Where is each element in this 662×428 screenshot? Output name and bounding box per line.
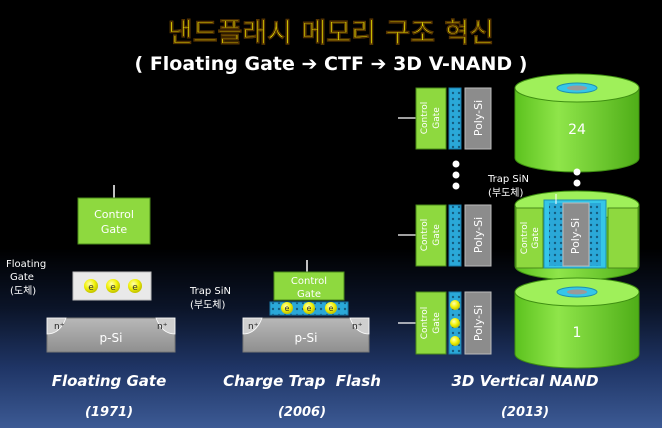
trap-sin-side-label: Trap SiN: [189, 286, 231, 297]
control-gate-block: [415, 204, 447, 267]
trap-sin-side-label: (부도체): [488, 187, 524, 199]
caption-floating-gate: Floating Gate: [52, 372, 167, 390]
control-gate-label: Control: [520, 222, 530, 255]
n-plus-label: n⁺: [352, 322, 363, 332]
control-gate-label: Control: [420, 219, 430, 252]
ellipsis-dot: [452, 171, 460, 179]
ellipsis-dot: [452, 160, 460, 168]
vnand-cell-stack: Control Gate Poly-Si Control Gate Poly-S…: [398, 87, 492, 355]
floating-gate-side-label: (도체): [10, 285, 36, 297]
control-gate-block: [415, 291, 447, 355]
control-gate-label: Gate: [432, 107, 442, 129]
page-subtitle: ( Floating Gate ➔ CTF ➔ 3D V-NAND ): [135, 53, 528, 75]
ellipsis-dot: [573, 179, 581, 187]
poly-si-channel: [464, 87, 492, 150]
electron-label: e: [110, 283, 116, 293]
control-gate-block: [415, 87, 447, 150]
n-plus-region: [349, 317, 370, 335]
caption-charge-trap-flash: Charge Trap Flash: [223, 372, 381, 390]
control-gate-label: Control: [291, 276, 327, 287]
layer-number: 1: [573, 325, 582, 341]
control-gate-label: Gate: [531, 227, 541, 249]
electron-icon: [84, 279, 98, 293]
electron-icon: [450, 300, 460, 310]
cylinder-layer-top: 24: [514, 73, 640, 173]
caption-year-1971: (1971): [85, 405, 133, 420]
poly-si-label: Poly-Si: [569, 218, 582, 254]
poly-si-label: Poly-Si: [472, 217, 485, 253]
control-gate-label: Gate: [101, 223, 128, 236]
trap-sin-layer: [448, 87, 462, 150]
p-si-label: p-Si: [295, 331, 318, 345]
cylinder-layer-bottom: 1: [514, 277, 640, 369]
electron-label: e: [329, 304, 334, 313]
n-plus-label: n⁺: [248, 322, 259, 332]
electron-label: e: [285, 304, 290, 313]
electron-icon: [450, 318, 460, 328]
control-gate-label: Control: [420, 102, 430, 135]
charge-trap-cell: Control Gate e e e Trap SiN (부도체) n⁺ n⁺ …: [189, 260, 370, 353]
electron-icon: [450, 336, 460, 346]
electron-icon: [303, 302, 315, 314]
poly-si-channel: [464, 291, 492, 355]
electron-icon: [325, 302, 337, 314]
p-si-substrate: [46, 317, 176, 353]
control-gate-block: [77, 197, 151, 245]
electron-label: e: [88, 283, 94, 293]
n-plus-region: [155, 317, 176, 335]
floating-gate-cell: Control Gate e e e Floating Gate (도체) n⁺…: [6, 185, 176, 353]
cylinder-cutaway: Poly-Si Control Gate Trap SiN (부도체): [487, 174, 640, 281]
control-gate-label: Control: [94, 208, 134, 221]
n-plus-region: [46, 317, 67, 335]
electron-icon: [281, 302, 293, 314]
control-gate-label: Gate: [432, 312, 442, 334]
n-plus-label: n⁺: [157, 322, 168, 332]
electron-label: e: [307, 304, 312, 313]
control-gate-label: Gate: [432, 224, 442, 246]
electron-label: e: [132, 283, 138, 293]
trap-sin-layer: [448, 204, 462, 267]
electron-icon: [128, 279, 142, 293]
poly-si-label: Poly-Si: [472, 305, 485, 341]
caption-year-2006: (2006): [278, 405, 326, 420]
control-gate-label: Control: [420, 307, 430, 340]
n-plus-label: n⁺: [54, 322, 65, 332]
p-si-substrate: [242, 317, 370, 353]
poly-si-channel: [464, 204, 492, 267]
trap-sin-side-label: (부도체): [190, 299, 226, 311]
electron-icon: [106, 279, 120, 293]
control-gate-label: Gate: [297, 289, 321, 300]
ellipsis-dot: [573, 168, 581, 176]
page-title: 낸드플래시 메모리 구조 혁신: [168, 18, 494, 49]
caption-3d-vertical-nand: 3D Vertical NAND: [451, 372, 598, 390]
caption-year-2013: (2013): [501, 405, 549, 420]
control-gate-block: [273, 271, 345, 301]
trap-sin-side-label: Trap SiN: [487, 174, 529, 185]
floating-gate-side-label: Gate: [10, 272, 34, 283]
poly-si-label: Poly-Si: [472, 100, 485, 136]
layer-number: 24: [568, 122, 586, 138]
floating-gate-side-label: Floating: [6, 259, 46, 270]
n-plus-region: [242, 317, 263, 335]
ellipsis-dot: [452, 182, 460, 190]
p-si-label: p-Si: [100, 331, 123, 345]
